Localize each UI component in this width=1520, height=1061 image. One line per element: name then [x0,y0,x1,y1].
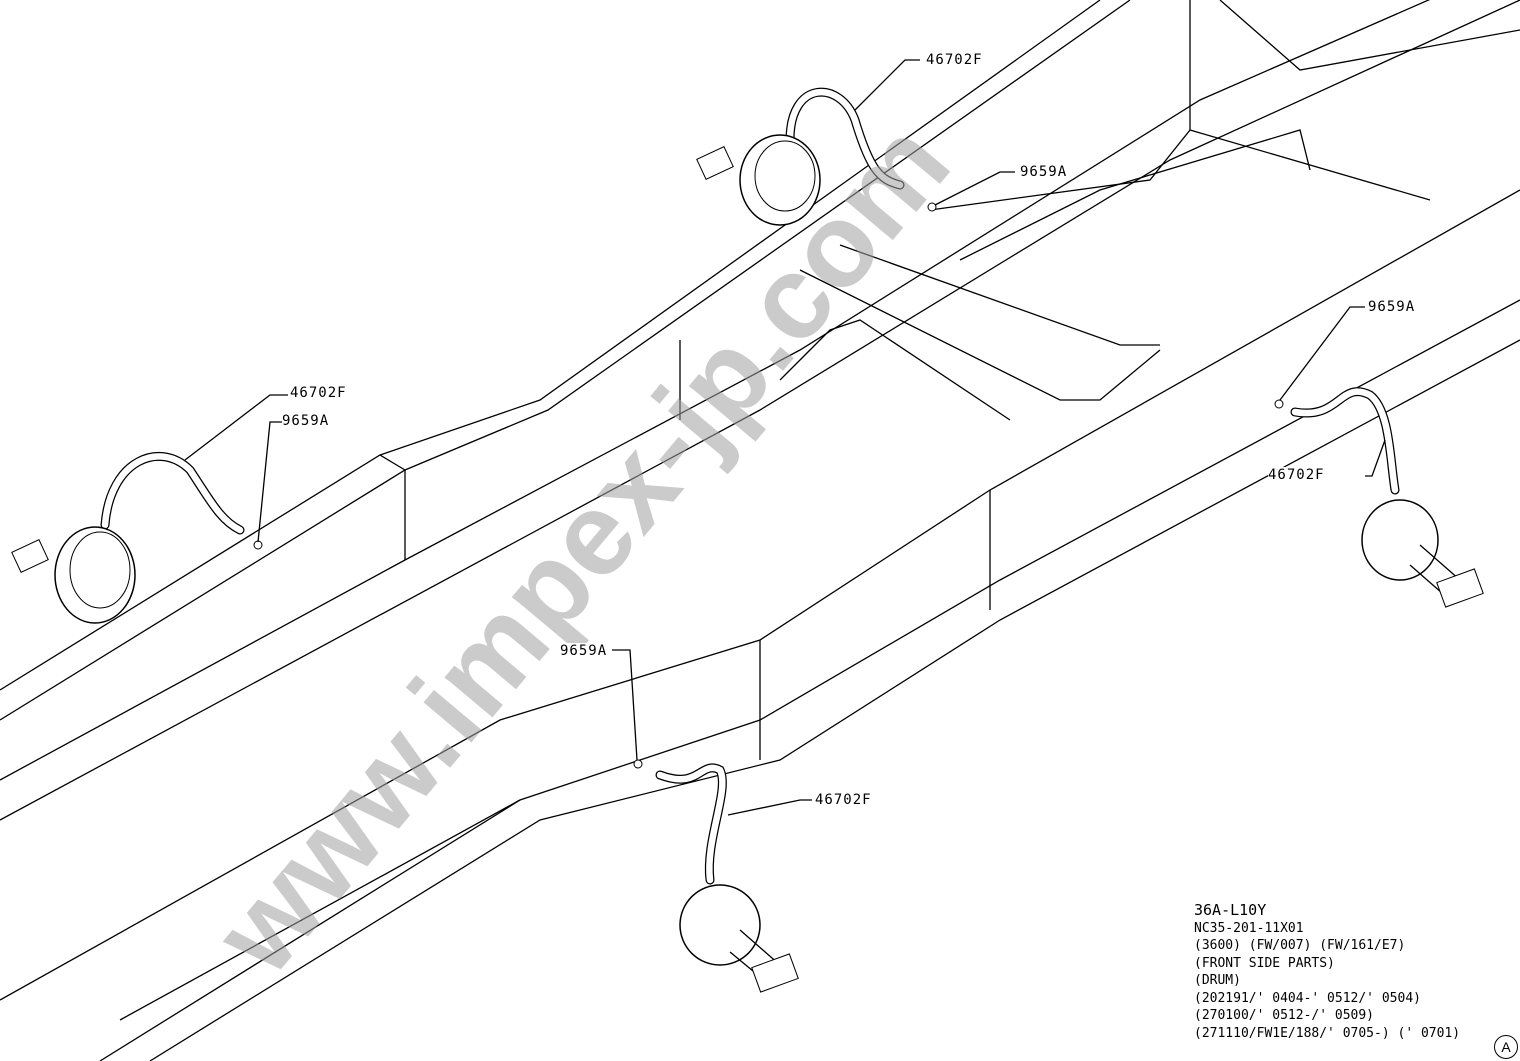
callout-9659a: 9659A [1368,299,1416,315]
info-line: (270100/' 0512-/' 0509) [1194,1008,1375,1023]
callout-9659a: 9659A [1020,164,1068,180]
callout-46702f: 46702F [815,792,872,808]
info-line: (FRONT SIDE PARTS) [1194,955,1335,971]
model-code: 36A-L10Y [1194,901,1267,919]
callout-9659a: 9659A [560,643,608,659]
callout-46702f: 46702F [290,385,347,401]
brake-hose-rear-left [655,763,799,993]
info-line: (202191/' 0404-' 0512/' 0504) [1194,990,1421,1006]
info-block: 36A-L10Y NC35-201-11X01 (3600) (FW/007) … [1194,901,1461,1042]
brake-hose-rear-right [1290,387,1484,608]
callout-46702f: 46702F [926,52,983,68]
catalog-code: NC35-201-11X01 [1194,920,1304,936]
callout-46702f: 46702F [1268,467,1325,483]
info-line: (DRUM) [1194,973,1241,988]
info-line: (271110/FW1E/188/' 0705-) (' 0701) [1194,1025,1461,1041]
view-marker: A [1494,1035,1518,1059]
brake-hose-front-left [11,451,245,624]
info-line: (3600) (FW/007) (FW/161/E7) [1194,938,1406,953]
callout-9659a: 9659A [282,413,330,429]
brake-hose-front-right [696,87,905,226]
